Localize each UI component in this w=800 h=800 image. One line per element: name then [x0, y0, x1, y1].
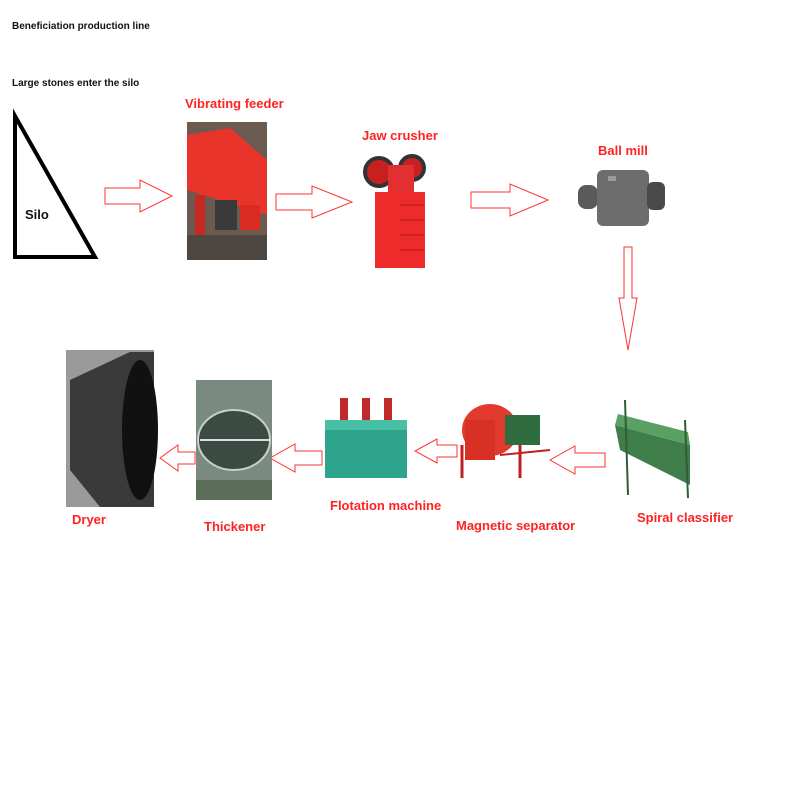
vibrating-feeder-image	[187, 122, 267, 260]
dryer-image	[66, 350, 158, 507]
arrow-down	[618, 246, 638, 351]
silo-label: Silo	[25, 207, 49, 222]
thickener-label: Thickener	[204, 519, 265, 534]
thickener-image	[196, 380, 272, 500]
silo-shape	[13, 108, 99, 259]
spiral-classifier-image	[615, 399, 690, 499]
arrow-left	[159, 444, 196, 472]
flotation-machine-label: Flotation machine	[330, 498, 441, 513]
flotation-machine-image	[325, 398, 407, 478]
arrow-left	[548, 445, 606, 475]
ball-mill-image	[578, 170, 665, 226]
arrow-right	[470, 183, 550, 217]
dryer-label: Dryer	[72, 512, 106, 527]
magnetic-separator-image	[460, 404, 551, 478]
magnetic-separator-label: Magnetic separator	[456, 518, 575, 533]
arrow-left	[268, 443, 323, 473]
jaw-crusher-label: Jaw crusher	[362, 128, 438, 143]
spiral-classifier-label: Spiral classifier	[637, 510, 733, 525]
diagram-subtitle: Large stones enter the silo	[12, 78, 139, 89]
arrow-right	[104, 179, 174, 213]
arrow-right	[275, 185, 354, 219]
arrow-left	[413, 438, 458, 464]
vibrating-feeder-label: Vibrating feeder	[185, 96, 284, 111]
diagram-title: Beneficiation production line	[12, 21, 150, 32]
ball-mill-label: Ball mill	[598, 143, 648, 158]
jaw-crusher-image	[363, 154, 426, 268]
